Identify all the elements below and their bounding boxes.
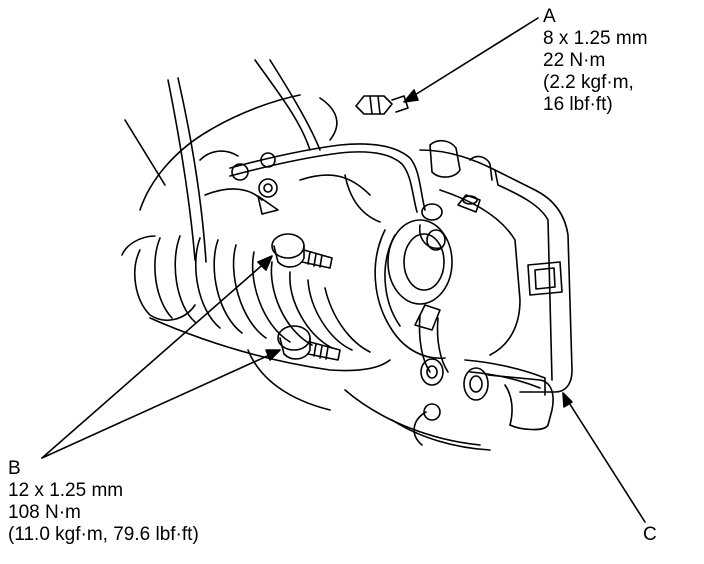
brake-hose (229, 143, 426, 215)
callout-b-letter: B (8, 458, 21, 479)
callout-b-torque-nm: 108 N·m (8, 502, 81, 523)
leader-line-c (562, 392, 646, 523)
caliper-bracket-bolts (413, 358, 554, 446)
callout-b-size: 12 x 1.25 mm (8, 480, 124, 501)
bleeder-screw (418, 194, 481, 251)
knuckle-outline (121, 59, 381, 263)
callout-a-torque-kgf: (2.2 kgf·m, (543, 72, 634, 93)
leader-line-b (41, 255, 281, 459)
callout-a-torque-nm: 22 N·m (543, 50, 606, 71)
callout-c-letter: C (643, 524, 657, 545)
caliper-body (414, 139, 573, 396)
callout-a-torque-lbf: 16 lbf·ft) (543, 94, 613, 115)
leader-line-a (403, 17, 539, 103)
bolt-b-lower (277, 325, 341, 361)
callout-a-letter: A (543, 6, 556, 27)
drive-shaft-boot (134, 235, 391, 411)
bolt-b-upper (271, 233, 333, 269)
brake-disc (344, 219, 491, 451)
callout-b-torque-alt: (11.0 kgf·m, 79.6 lbf·ft) (8, 524, 199, 545)
bolt-a (355, 95, 409, 115)
callout-c: C (643, 524, 657, 546)
callout-a-size: 8 x 1.25 mm (543, 28, 648, 49)
callout-b: B 12 x 1.25 mm 108 N·m (11.0 kgf·m, 79.6… (8, 458, 199, 546)
callout-a: A 8 x 1.25 mm 22 N·m (2.2 kgf·m, 16 lbf·… (543, 6, 648, 116)
